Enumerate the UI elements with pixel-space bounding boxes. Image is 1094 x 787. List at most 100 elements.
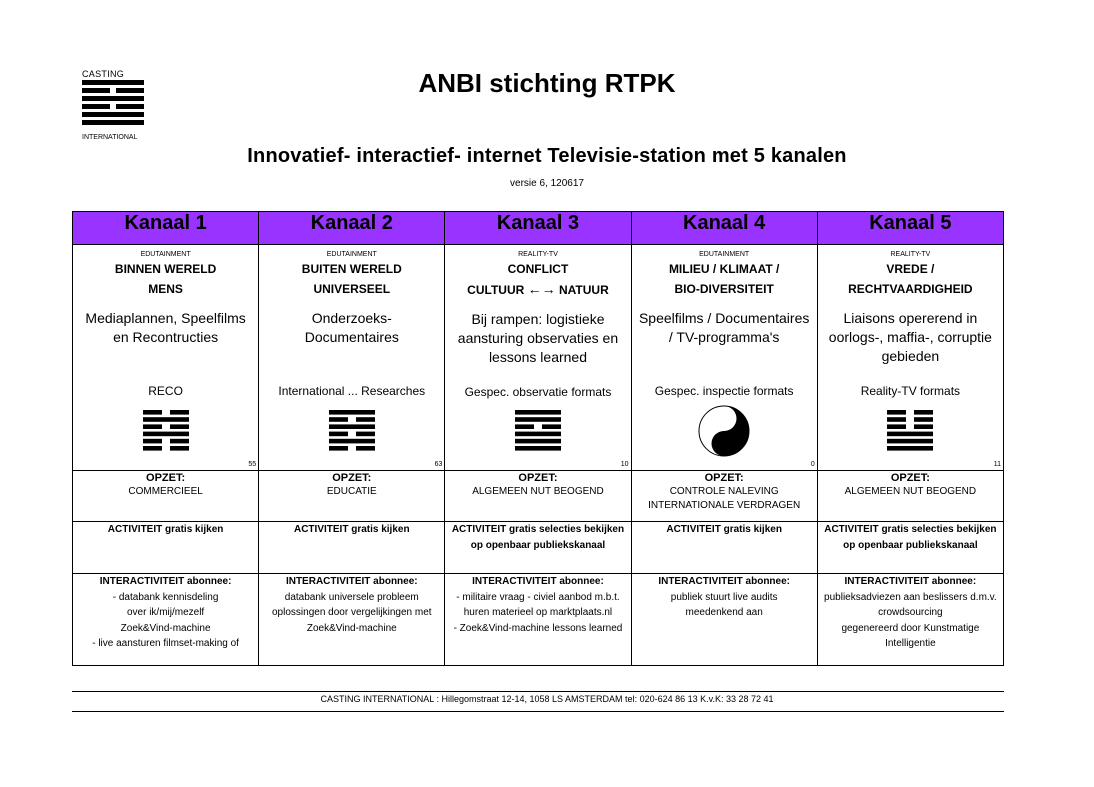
channel-format: Gespec. observatie formats	[464, 385, 612, 399]
hexagram-line	[514, 424, 534, 429]
opzet-label: OPZET:	[146, 472, 186, 484]
channel-title-line2: UNIVERSEEL	[313, 282, 391, 296]
activiteit-cell: ACTIVITEIT gratis selecties bekijken op …	[816, 521, 1005, 574]
hexagram-line	[355, 446, 375, 451]
hexagram-line	[328, 417, 348, 422]
channel-cell: REALITY-TV VREDE / RECHTVAARDIGHEID Liai…	[816, 244, 1005, 471]
channel-format: Reality-TV formats	[860, 384, 961, 398]
hexagram-number: 11	[993, 461, 1001, 468]
opzet-value: ALGEMEEN NUT BEOGEND	[472, 486, 604, 497]
channel-cell: EDUTAINMENT BINNEN WERELD MENS Mediaplan…	[71, 244, 260, 471]
double-arrow-icon: ←→	[527, 281, 556, 297]
channel-description: Bij rampen: logistieke aansturing observ…	[457, 311, 619, 365]
title-right-word: NATUUR	[558, 283, 609, 297]
yin-yang-icon	[698, 405, 750, 457]
logo-top-text: CASTING	[82, 69, 125, 79]
activiteit-row: ACTIVITEIT gratis kijken ACTIVITEIT grat…	[71, 521, 1005, 574]
channel-header: Kanaal 4	[630, 211, 818, 245]
interactiviteit-cell: INTERACTIVITEIT abonnee: - militaire vra…	[444, 573, 632, 666]
interactiviteit-line: Zoek&Vind-machine	[306, 622, 397, 634]
channel-title-line2: MENS	[148, 282, 183, 296]
casting-international-logo: CASTING INTERNATIONAL	[82, 70, 146, 142]
interactiviteit-cell: INTERACTIVITEIT abonnee: publieksadvieze…	[816, 573, 1005, 666]
opzet-row: OPZET: COMMERCIEEL OPZET: EDUCATIE OPZET: A…	[71, 470, 1005, 522]
interactiviteit-line: publiek stuurt live audits	[670, 591, 778, 603]
opzet-cell: OPZET:ALGEMEEN NUT BEOGEND	[816, 470, 1005, 522]
hexagram-line	[142, 410, 162, 415]
activiteit-cell: ACTIVITEIT gratis kijken	[630, 521, 818, 574]
opzet-label: OPZET:	[332, 472, 372, 484]
logo-bottom-text: INTERNATIONAL	[82, 134, 138, 141]
channel-cell: EDUTAINMENT MILIEU / KLIMAAT / BIO-DIVER…	[630, 244, 818, 471]
hexagram-line	[328, 424, 375, 429]
hexagram-line	[328, 446, 348, 451]
interactiviteit-line: - Zoek&Vind-machine lessons learned	[453, 622, 623, 634]
channel-description: Speelfilms / Documentaires / TV-programm…	[638, 310, 810, 345]
hexagram-icon	[514, 410, 561, 451]
page-subtitle: Innovatief- interactief- internet Televi…	[247, 145, 847, 167]
channel-genre: REALITY-TV	[518, 251, 558, 258]
activiteit-cell: ACTIVITEIT gratis selecties bekijken op …	[444, 521, 632, 574]
interactiviteit-line: meedenkend aan	[685, 607, 763, 618]
interactiviteit-line: publieksadviezen aan beslissers d.m.v.	[824, 591, 997, 603]
hexagram-line	[514, 417, 561, 422]
channel-cell: REALITY-TV CONFLICT CULTUUR ←→ NATUUR Bi…	[444, 244, 632, 471]
channel-title-line1: CONFLICT	[507, 262, 569, 276]
hexagram-line	[914, 417, 934, 422]
page-title: ANBI stichting RTPK	[418, 68, 676, 98]
header-row: Kanaal 1 Kanaal 2 Kanaal 3 Kanaal 4 Kana…	[71, 211, 1005, 245]
channel-title-line2: BIO-DIVERSITEIT	[674, 282, 774, 296]
interactiviteit-label: INTERACTIVITEIT abonnee:	[99, 576, 232, 587]
hexagram-icon	[142, 410, 189, 451]
symbol-number: 0	[810, 461, 815, 468]
activiteit-cell: ACTIVITEIT gratis kijken	[71, 521, 260, 574]
channel-genre: EDUTAINMENT	[326, 251, 377, 258]
hexagram-line	[355, 431, 375, 437]
hexagram-line	[914, 410, 934, 415]
channel-description: Mediaplannen, Speelfilms en Recontructie…	[85, 310, 246, 345]
channel-format: Gespec. inspectie formats	[654, 384, 794, 398]
interactiviteit-line: - live aansturen filmset-making of	[92, 638, 239, 649]
hexagram-line	[887, 424, 907, 429]
hexagram-line	[142, 431, 189, 437]
interactiviteit-label: INTERACTIVITEIT abonnee:	[285, 576, 418, 587]
logo-bars-icon	[82, 80, 144, 125]
main-row: EDUTAINMENT BINNEN WERELD MENS Mediaplan…	[71, 244, 1005, 471]
channel-title-line2: CULTUUR ←→ NATUUR	[445, 279, 630, 300]
opzet-label: OPZET:	[518, 472, 558, 484]
hexagram-line	[887, 438, 934, 444]
interactiviteit-row: INTERACTIVITEIT abonnee: - databank kenn…	[71, 573, 1005, 666]
interactiviteit-line: Intelligentie	[885, 638, 936, 649]
hexagram-line	[142, 424, 162, 429]
version-label: versie 6, 120617	[510, 178, 584, 189]
hexagram-line	[169, 424, 189, 429]
opzet-value: ALGEMEEN NUT BEOGEND	[844, 486, 977, 497]
activiteit-cell: ACTIVITEIT gratis kijken	[258, 521, 446, 574]
interactiviteit-label: INTERACTIVITEIT abonnee:	[658, 576, 790, 587]
interactiviteit-line: - databank kennisdeling	[112, 591, 219, 603]
channel-header: Kanaal 1	[71, 211, 260, 245]
title-left-word: CULTUUR	[467, 283, 525, 297]
channel-title-line1: MILIEU / KLIMAAT /	[668, 262, 780, 276]
hexagram-line	[169, 410, 189, 415]
opzet-value: EDUCATIE	[326, 486, 377, 497]
channel-header: Kanaal 5	[816, 211, 1005, 245]
hexagram-line	[914, 424, 934, 429]
opzet-cell: OPZET: ALGEMEEN NUT BEOGEND	[444, 470, 632, 522]
interactiviteit-line: over ik/mij/mezelf	[126, 607, 205, 618]
opzet-cell: OPZET: COMMERCIEEL	[71, 470, 260, 522]
opzet-value: COMMERCIEEL	[128, 486, 203, 497]
channel-title-line1: BUITEN WERELD	[301, 262, 402, 276]
channel-format: RECO	[148, 384, 183, 398]
channel-description: Liaisons opererend in oorlogs-, maffia-,…	[828, 310, 992, 364]
hexagram-line	[328, 410, 375, 415]
channels-table: Kanaal 1 Kanaal 2 Kanaal 3 Kanaal 4 Kana…	[71, 211, 1005, 666]
hexagram-icon	[328, 410, 375, 451]
hexagram-number: 63	[434, 461, 443, 468]
channel-genre: REALITY-TV	[890, 251, 931, 258]
interactiviteit-label: INTERACTIVITEIT abonnee:	[844, 576, 977, 587]
interactiviteit-cell: INTERACTIVITEIT abonnee: databank univer…	[258, 573, 446, 666]
opzet-cell: OPZET:CONTROLE NALEVING INTERNATIONALE V…	[630, 470, 818, 522]
opzet-cell: OPZET: EDUCATIE	[258, 470, 446, 522]
hexagram-line	[514, 438, 561, 444]
